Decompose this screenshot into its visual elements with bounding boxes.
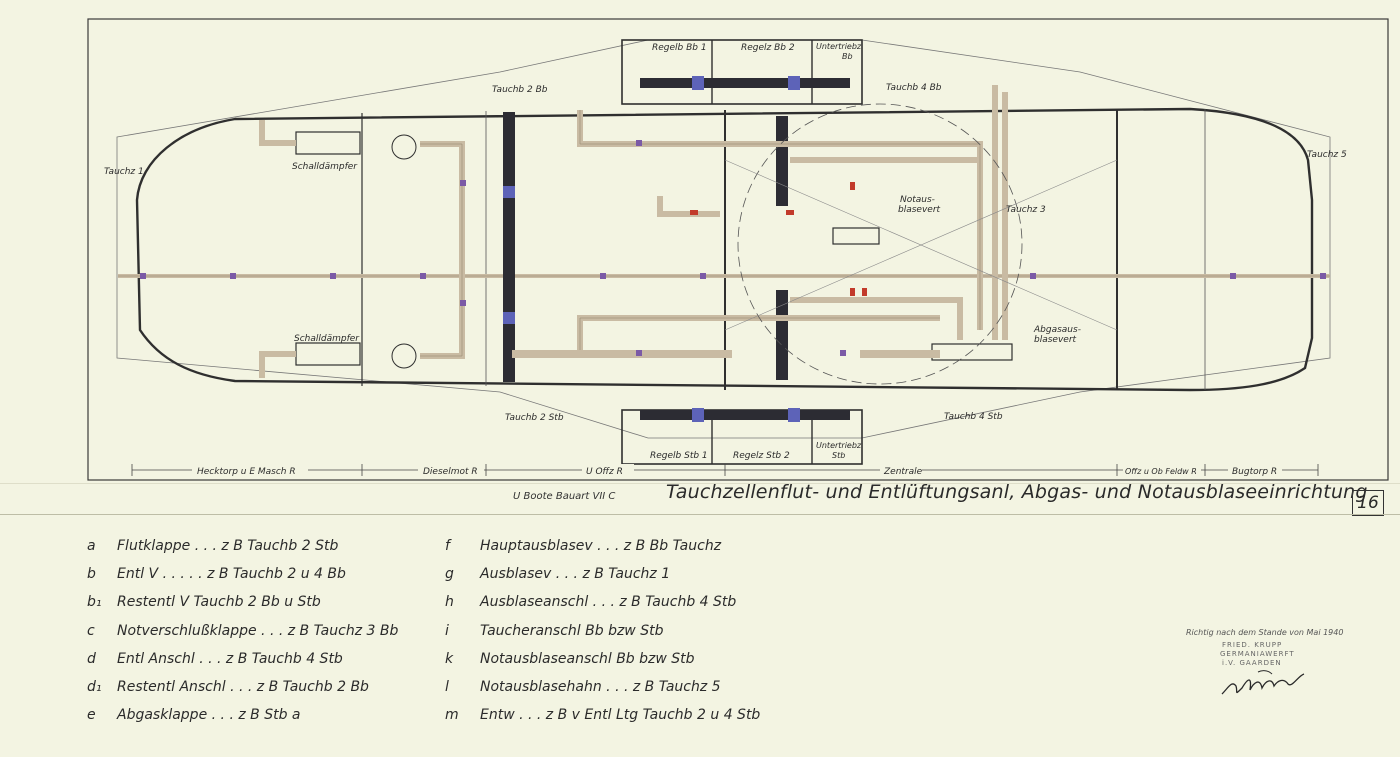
legend-item: k Notausblaseanschl Bb bzw Stb: [445, 645, 760, 673]
legend-item: b₁ Restentl V Tauchb 2 Bb u Stb: [87, 588, 398, 616]
legend-key: m: [445, 707, 459, 724]
legend-key: i: [445, 622, 449, 639]
pressure-hull: [135, 107, 1314, 392]
legend-key: k: [445, 650, 454, 667]
label-regelz-stb2: Regelz Stb 2: [733, 451, 790, 461]
stamp-line: Richtig nach dem Stande von Mai 1940: [1186, 628, 1344, 637]
legend-text: Entw . . . z B v Entl Ltg Tauchb 2 u 4 S…: [480, 707, 761, 724]
legend-text: Ausblaseanschl . . . z B Tauchb 4 Stb: [480, 594, 737, 611]
legend-item: f Hauptausblasev . . . z B Bb Tauchz: [445, 532, 760, 560]
section-zentrale: Zentrale: [883, 467, 923, 477]
drawing-title: Tauchzellenflut- und Entlüftungsanl, Abg…: [666, 481, 1368, 503]
label-abgas-1: Abgasaus-: [1033, 325, 1081, 335]
section-offz: Offz u Ob Feldw R: [1125, 467, 1197, 476]
legend-text: Restentl V Tauchb 2 Bb u Stb: [117, 594, 321, 611]
drawing-subtitle: U Boote Bauart VII C: [513, 491, 616, 502]
legend-key: f: [445, 538, 450, 555]
label-tauchz5: Tauchz 5: [1307, 150, 1347, 160]
page-number: 16: [1352, 490, 1384, 516]
stamp-line: i.V. GAARDEN: [1222, 659, 1282, 667]
legend-item: i Taucheranschl Bb bzw Stb: [445, 617, 760, 645]
legend-text: Hauptausblasev . . . z B Bb Tauchz: [480, 538, 722, 555]
legend-item: b Entl V . . . . . z B Tauchb 2 u 4 Bb: [87, 560, 398, 588]
label-tauchz1: Tauchz 1: [104, 167, 144, 177]
legend-text: Taucheranschl Bb bzw Stb: [480, 622, 664, 639]
legend-item: g Ausblasev . . . z B Tauchz 1: [445, 560, 760, 588]
legend-text: Abgasklappe . . . z B Stb a: [117, 707, 301, 724]
section-dieselmot: Dieselmot R: [423, 467, 478, 477]
legend-item: d₁ Restentl Anschl . . . z B Tauchb 2 Bb: [87, 673, 398, 701]
legend-item: h Ausblaseanschl . . . z B Tauchb 4 Stb: [445, 588, 760, 616]
outer-hull: [116, 39, 1331, 439]
divider: [0, 514, 1400, 515]
label-schalldampfer-bottom: Schalldämpfer: [294, 334, 360, 344]
label-notaus-1: Notaus-: [900, 195, 935, 205]
stamp-line: GERMANIAWERFT: [1220, 650, 1295, 658]
label-regelb-bb1: Regelb Bb 1: [652, 43, 707, 53]
label-tauchb4stb: Tauchb 4 Stb: [944, 412, 1003, 422]
legend-key: l: [445, 679, 449, 696]
drawing-frame: [87, 18, 1389, 481]
label-tauchb2stb: Tauchb 2 Stb: [505, 413, 564, 423]
label-untertriebz-top: Untertriebz: [816, 42, 862, 51]
legend-key: e: [87, 707, 96, 724]
legend-key: c: [87, 622, 95, 639]
legend-item: l Notausblasehahn . . . z B Tauchz 5: [445, 673, 760, 701]
section-bugtorp: Bugtorp R: [1232, 467, 1277, 477]
label-regelz-bb2: Regelz Bb 2: [741, 43, 795, 53]
legend-text: Notverschlußklappe . . . z B Tauchz 3 Bb: [117, 622, 399, 639]
legend-key: d₁: [87, 679, 102, 696]
signature: [1221, 670, 1305, 695]
legend-text: Flutklappe . . . z B Tauchb 2 Stb: [117, 538, 339, 555]
legend-item: d Entl Anschl . . . z B Tauchb 4 Stb: [87, 645, 398, 673]
label-untertriebz-top-2: Bb: [842, 52, 853, 61]
section-hecktorp: Hecktorp u E Masch R: [197, 467, 296, 477]
legend-key: b: [87, 566, 96, 583]
legend-item: e Abgasklappe . . . z B Stb a: [87, 701, 398, 729]
section-uoffz: U Offz R: [586, 467, 623, 477]
stamp-line: FRIED. KRUPP: [1222, 641, 1283, 649]
label-tauchb4bb: Tauchb 4 Bb: [886, 83, 942, 93]
legend-key: a: [87, 538, 96, 555]
legend-key: b₁: [87, 594, 102, 611]
label-abgas-2: blasevert: [1034, 335, 1077, 345]
label-schalldampfer-top: Schalldämpfer: [292, 162, 358, 172]
legend-item: m Entw . . . z B v Entl Ltg Tauchb 2 u 4 …: [445, 701, 760, 729]
label-untertriebz-bottom: Untertriebz: [816, 441, 862, 450]
legend-text: Restentl Anschl . . . z B Tauchb 2 Bb: [117, 679, 369, 696]
legend-key: g: [445, 566, 454, 583]
legend-key: d: [87, 650, 96, 667]
legend-text: Ausblasev . . . z B Tauchz 1: [480, 566, 671, 583]
label-regelb-stb1: Regelb Stb 1: [650, 451, 708, 461]
legend-item: a Flutklappe . . . z B Tauchb 2 Stb: [87, 532, 398, 560]
label-notaus-2: blasevert: [898, 205, 941, 215]
legend-item: c Notverschlußklappe . . . z B Tauchz 3 B…: [87, 617, 398, 645]
legend-text: Entl Anschl . . . z B Tauchb 4 Stb: [117, 650, 343, 667]
legend-text: Notausblasehahn . . . z B Tauchz 5: [480, 679, 721, 696]
legend-key: h: [445, 594, 454, 611]
label-tauchb2bb: Tauchb 2 Bb: [492, 85, 548, 95]
legend-text: Entl V . . . . . z B Tauchb 2 u 4 Bb: [117, 566, 346, 583]
label-tauchz3: Tauchz 3: [1006, 205, 1046, 215]
label-untertriebz-bottom-2: Stb: [832, 451, 845, 460]
schematic-drawing: Tauchz 1 Tauchz 3 Tauchz 5 Tauchb 2 Bb T…: [0, 18, 1400, 484]
legend-text: Notausblaseanschl Bb bzw Stb: [480, 650, 695, 667]
approval-stamp: Richtig nach dem Stande von Mai 1940 FRI…: [1186, 628, 1356, 667]
